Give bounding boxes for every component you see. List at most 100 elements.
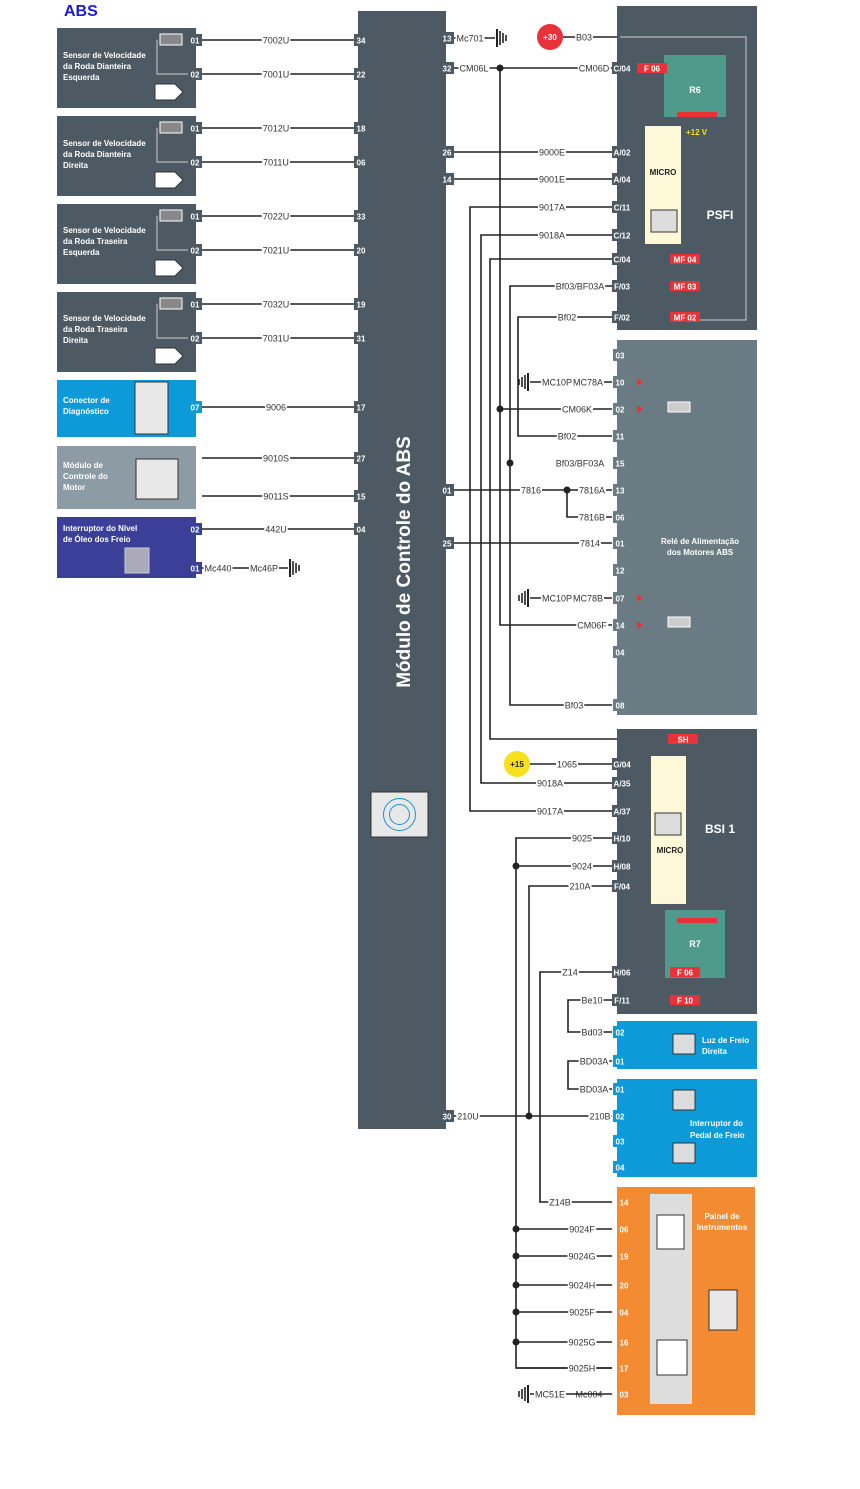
label-bg	[261, 69, 291, 80]
wire-label: 7001U	[263, 70, 290, 80]
diode-icon	[637, 405, 643, 413]
wire-label: CM06K	[562, 405, 592, 415]
pin-label: 13	[616, 487, 625, 496]
brake-pedal-pin	[613, 1110, 627, 1122]
module-pin	[354, 210, 368, 222]
abs-icon	[389, 804, 410, 825]
connector-pin	[612, 860, 632, 872]
fuse-label: F 06	[644, 65, 661, 74]
connector-pin	[612, 62, 632, 74]
sensor-element-icon	[159, 121, 183, 134]
component-name: Sensor de Velocidade	[63, 51, 146, 60]
relay-coil-icon	[667, 401, 691, 413]
pin-label: 04	[616, 649, 625, 658]
pin-label: 30	[443, 1113, 452, 1122]
component-name: Direita	[63, 336, 88, 345]
component-name: de Óleo dos Freio	[63, 535, 131, 544]
wire-label: Be10	[581, 996, 602, 1006]
cluster-pin	[617, 1362, 631, 1374]
label-bg	[535, 806, 565, 817]
relay-pin	[613, 484, 627, 496]
voltage-label: +12 V	[686, 128, 708, 137]
label-bg	[571, 593, 605, 604]
pin-label: 01	[616, 1086, 625, 1095]
cluster-pin	[617, 1223, 631, 1235]
connector-shape-icon	[154, 171, 184, 189]
cluster-pin	[617, 1196, 631, 1208]
wire-label: 9025F	[569, 1308, 595, 1318]
pin-label: 02	[616, 1113, 625, 1122]
internal-wire	[156, 40, 188, 75]
pin-label: 02	[616, 406, 625, 415]
relay-pin	[613, 646, 627, 658]
wire-label: Mc701	[456, 34, 483, 44]
pin-label: 01	[191, 125, 200, 134]
wire-label: 7031U	[263, 334, 290, 344]
pin-label: 17	[620, 1365, 629, 1374]
label-bg	[563, 700, 585, 711]
diagnostic-connector-icon	[134, 381, 169, 435]
pin-label: H/10	[614, 835, 631, 844]
abs-motor-relay-block	[617, 340, 757, 715]
relay-r6-label: R6	[689, 85, 701, 95]
wire-label: 9018A	[539, 231, 565, 241]
connector-pin	[612, 966, 632, 978]
component-pin	[188, 68, 202, 80]
label-bg	[554, 458, 606, 469]
label-bg	[554, 281, 606, 292]
component-name: Esquerda	[63, 248, 100, 257]
wire-label: 1065	[557, 760, 577, 770]
module-pin	[440, 62, 454, 74]
chip-icon	[656, 1214, 685, 1250]
component-name: Direita	[63, 161, 88, 170]
pin-label: 19	[620, 1253, 629, 1262]
cluster-pin	[617, 1388, 631, 1400]
pin-label: C/04	[614, 65, 631, 74]
fuse-label: F 06	[677, 969, 694, 978]
relay-pin	[613, 511, 627, 523]
pedal-icon	[672, 1142, 696, 1164]
pin-label: 13	[443, 35, 452, 44]
wire-label: 7816B	[579, 513, 605, 523]
connector-pin	[612, 280, 632, 292]
module-pin	[354, 122, 368, 134]
label-bg	[261, 211, 291, 222]
sensor-element-icon	[159, 209, 183, 222]
label-bg	[568, 1224, 597, 1235]
pin-label: A/02	[614, 149, 631, 158]
bsi-label: BSI 1	[705, 822, 735, 836]
cluster-pin	[617, 1336, 631, 1348]
brake-pedal-pin	[613, 1083, 627, 1095]
wire-label: MC10P	[542, 594, 572, 604]
fuse-icon	[670, 967, 700, 977]
component-pin	[188, 523, 202, 535]
component-name: Conector de	[63, 396, 110, 405]
plus15-label: +15	[510, 760, 524, 769]
relay-block-name: Relé de Alimentação	[661, 537, 739, 546]
label-bg	[537, 174, 567, 185]
connector-pin	[612, 146, 632, 158]
pin-label: 03	[620, 1391, 629, 1400]
module-pin	[440, 146, 454, 158]
ground-icon	[518, 589, 529, 607]
micro-label: MICRO	[657, 846, 684, 855]
label-bg	[261, 299, 291, 310]
component-pin	[188, 298, 202, 310]
label-bg	[567, 1363, 597, 1374]
label-bg	[555, 759, 579, 770]
component-pin	[188, 122, 202, 134]
chip-icon	[654, 812, 682, 836]
label-bg	[533, 1389, 567, 1400]
wire-label: Mc46P	[250, 564, 278, 574]
wire-label: 210B	[589, 1112, 610, 1122]
connector-pin	[612, 994, 632, 1006]
wire-label: CM06F	[577, 621, 607, 631]
label-bg	[570, 861, 594, 872]
pin-label: F/11	[614, 997, 630, 1006]
internal-wire	[156, 304, 188, 339]
fuse-icon	[670, 312, 700, 322]
label-bg	[578, 538, 602, 549]
relay-pin	[613, 376, 627, 388]
wire-label: Bd03	[581, 1028, 602, 1038]
connector-pin	[612, 311, 632, 323]
